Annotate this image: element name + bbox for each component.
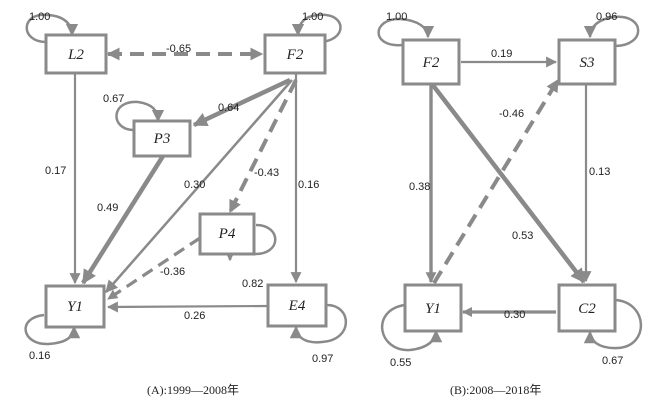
self-loop-l2 [25, 13, 79, 44]
edge-f2-y1 [105, 79, 293, 293]
loop-value-c2: 0.67 [602, 355, 623, 367]
edge-p3-y1 [81, 154, 165, 285]
edge-value-l2-y1: 0.17 [45, 165, 66, 177]
edge-value-s3-c2: 0.13 [589, 166, 610, 178]
self-loop-s3 [583, 15, 640, 48]
node-e4: E4 [266, 283, 328, 328]
node-label-s3: S3 [580, 55, 595, 71]
caption-panel-b: (B):2008—2018年 [450, 383, 541, 397]
edge-value-l2-f2: -0.65 [166, 43, 191, 55]
edge-p4-y1 [107, 236, 201, 301]
edge-value-c2-s3: -0.46 [499, 108, 524, 120]
node-label-p4: P4 [218, 226, 236, 242]
node-p4: P4 [198, 212, 256, 256]
self-loop-f2-b [377, 17, 435, 47]
node-label-l2: L2 [67, 47, 84, 63]
panel-a: L2 F2 P3 P4 Y1 E4 1.00 1.00 0.67 0.82 0.… [24, 11, 348, 397]
edge-value-c2-y1: 0.30 [504, 309, 525, 321]
node-label-c2: C2 [578, 301, 596, 317]
edge-e4-y1 [106, 301, 269, 313]
loop-value-f2-b: 1.00 [386, 11, 407, 23]
edge-value-e4-y1: 0.26 [184, 310, 205, 322]
edge-y1-s3 [432, 78, 560, 285]
self-loop-y1 [24, 313, 81, 346]
node-label-f2-b: F2 [422, 55, 440, 71]
self-loop-y1-b [380, 303, 443, 352]
loop-value-y1-b: 0.55 [390, 357, 411, 369]
loop-value-l2: 1.00 [29, 11, 50, 23]
panel-b: F2 S3 Y1 C2 1.00 0.96 0.55 0.67 0.19 -0.… [377, 11, 643, 397]
node-label-y1-b: Y1 [425, 301, 441, 317]
edge-value-p3-y1: 0.49 [97, 202, 118, 214]
node-f2: F2 [263, 33, 327, 75]
loop-value-y1: 0.16 [29, 350, 50, 362]
node-s3: S3 [557, 38, 617, 86]
edge-value-f2-s3: 0.19 [491, 48, 512, 60]
edge-f2-p4 [228, 79, 298, 214]
edge-value-f2-c2: 0.53 [512, 230, 533, 242]
edge-value-f2-p4: -0.43 [254, 167, 279, 179]
self-loop-e4 [289, 303, 348, 344]
node-y1-b: Y1 [403, 283, 463, 333]
edge-value-f2-e4: 0.16 [298, 179, 319, 191]
caption-panel-a: (A):1999—2008年 [147, 383, 239, 397]
node-label-e4: E4 [288, 298, 306, 314]
node-y1: Y1 [44, 284, 106, 329]
edge-value-f2-y1-b: 0.38 [409, 181, 430, 193]
self-loop-p3 [115, 100, 165, 132]
edge-value-f2-p3: 0.64 [218, 102, 239, 114]
self-loop-c2 [583, 298, 643, 350]
loop-value-f2: 1.00 [302, 11, 323, 23]
node-c2: C2 [557, 283, 617, 333]
node-f2-b: F2 [401, 38, 461, 86]
node-l2: L2 [44, 33, 108, 75]
edge-f2-c2 [430, 82, 586, 284]
node-p3: P3 [132, 119, 192, 158]
self-loop-f2 [291, 13, 342, 44]
node-label-p3: P3 [153, 131, 171, 147]
edge-value-p4-y1: -0.36 [160, 266, 185, 278]
loop-value-p3: 0.67 [103, 93, 124, 105]
node-label-y1: Y1 [67, 299, 83, 315]
loop-value-e4: 0.97 [312, 353, 333, 365]
loop-value-p4: 0.82 [242, 278, 263, 290]
edge-f2-p3 [192, 77, 291, 128]
edge-value-f2-y1: 0.30 [184, 179, 205, 191]
loop-value-s3: 0.96 [596, 11, 617, 23]
node-label-f2: F2 [286, 47, 304, 63]
